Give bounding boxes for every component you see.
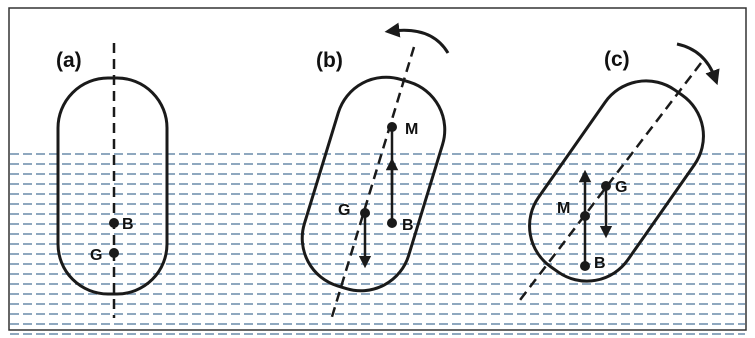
clockwise-arrow-icon	[676, 42, 720, 86]
water-surface	[10, 153, 745, 335]
panel-a: (a) B G	[56, 43, 169, 318]
buoyancy-point-b-a	[109, 218, 119, 228]
panel-b-label: (b)	[316, 49, 343, 72]
buoyancy-point-b-c	[580, 261, 590, 271]
label-b-a: B	[122, 216, 134, 233]
label-m-b: M	[405, 121, 418, 138]
hull-upright	[56, 76, 169, 296]
label-g-a: G	[90, 247, 102, 264]
metacenter-point-m-c	[580, 211, 590, 221]
buoyancy-point-b-b	[387, 218, 397, 228]
hull-tilted-left	[300, 75, 447, 293]
counterclockwise-arrow-icon	[384, 22, 450, 54]
centerline-c	[519, 62, 702, 301]
label-m-c: M	[557, 200, 570, 217]
panel-c: (c) M B G	[519, 42, 720, 301]
label-b-b: B	[402, 217, 414, 234]
label-b-c: B	[594, 255, 606, 272]
figure-frame	[8, 7, 747, 331]
panel-a-label: (a)	[56, 49, 82, 72]
panel-b: (b) M B G	[300, 22, 450, 321]
label-g-b: G	[338, 202, 350, 219]
gravity-point-g-a	[109, 248, 119, 258]
panel-c-label: (c)	[604, 48, 630, 71]
label-g-c: G	[615, 179, 627, 196]
